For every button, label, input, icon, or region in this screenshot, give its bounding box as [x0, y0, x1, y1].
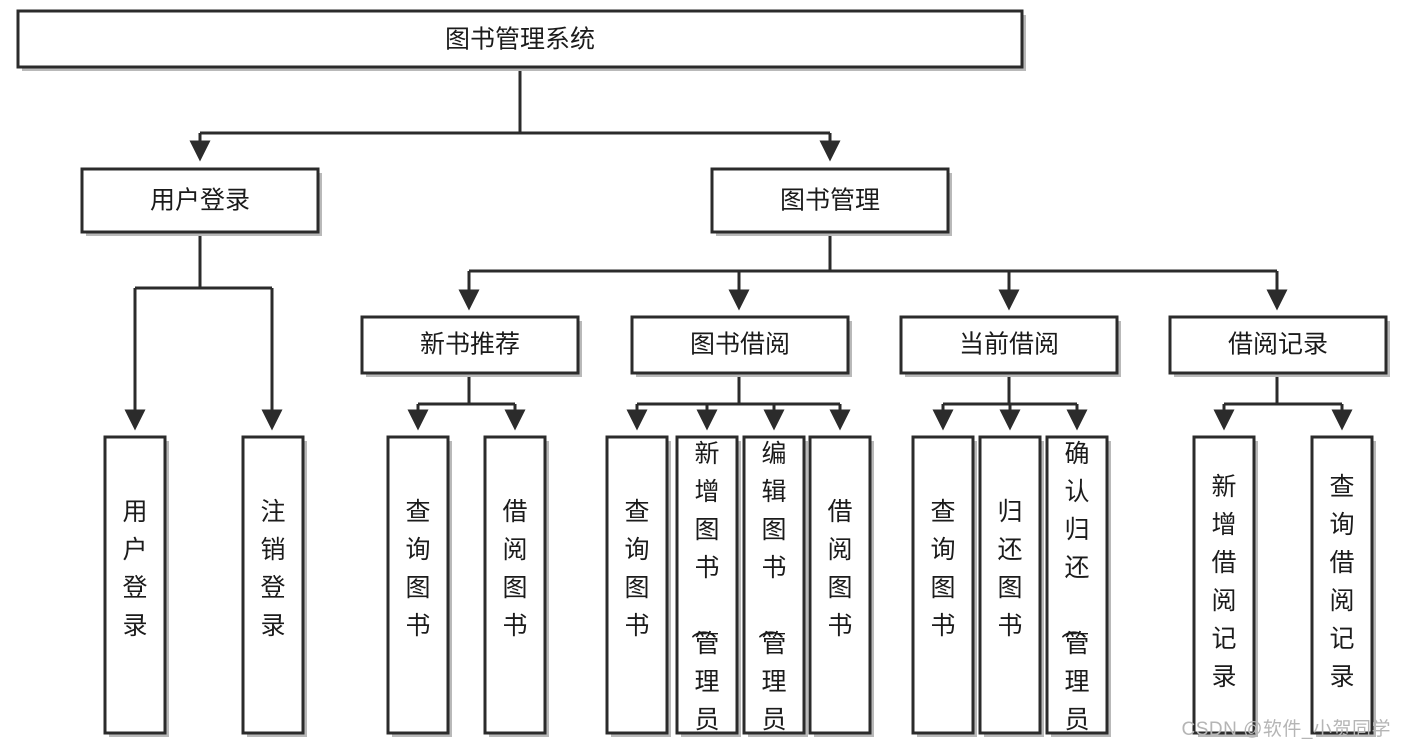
- node-current-borrow-label: 当前借阅: [959, 331, 1059, 359]
- node-book-manage-label: 图书管理: [780, 187, 880, 215]
- node-root-box: [16, 9, 1024, 69]
- node-leaf-query-book-3-label: 查询图书: [930, 498, 955, 640]
- node-leaf-user-login[interactable]: 用户登录: [103, 435, 169, 737]
- node-leaf-borrow-book-1-box: [483, 435, 547, 735]
- node-leaf-add-record[interactable]: 新增借阅记录: [1192, 435, 1258, 737]
- node-leaf-confirm-return[interactable]: 确认归还（管理员）: [1045, 435, 1111, 747]
- node-current-borrow-box: [899, 315, 1119, 375]
- node-leaf-add-book-label: 新增图书（管理员）: [688, 440, 719, 747]
- node-book-borrow[interactable]: 图书借阅: [630, 315, 852, 377]
- node-borrow-record-label: 借阅记录: [1228, 331, 1328, 359]
- node-leaf-query-book-2[interactable]: 查询图书: [605, 435, 671, 737]
- node-leaf-add-record-label: 新增借阅记录: [1211, 473, 1236, 691]
- node-leaf-borrow-book-2-box: [808, 435, 872, 735]
- node-leaf-return-book[interactable]: 归还图书: [978, 435, 1044, 737]
- connector-layer: [124, 67, 1353, 431]
- node-leaf-confirm-return-label: 确认归还（管理员）: [1058, 440, 1089, 747]
- node-leaf-borrow-book-1-label: 借阅图书: [502, 498, 527, 640]
- node-user-login-box: [80, 167, 320, 234]
- node-leaf-query-record[interactable]: 查询借阅记录: [1310, 435, 1376, 737]
- node-leaf-query-book-3[interactable]: 查询图书: [911, 435, 977, 737]
- node-leaf-query-record-label: 查询借阅记录: [1329, 473, 1354, 691]
- node-current-borrow[interactable]: 当前借阅: [899, 315, 1121, 377]
- node-leaf-borrow-book-1[interactable]: 借阅图书: [483, 435, 549, 737]
- node-leaf-add-record-box: [1192, 435, 1256, 735]
- node-root[interactable]: 图书管理系统: [16, 9, 1026, 71]
- node-book-manage[interactable]: 图书管理: [710, 167, 952, 236]
- node-new-book-rec-label: 新书推荐: [420, 331, 520, 359]
- node-leaf-query-book-2-label: 查询图书: [624, 498, 649, 640]
- node-leaf-logout-box: [241, 435, 305, 735]
- node-leaf-query-record-box: [1310, 435, 1374, 735]
- node-leaf-edit-book-label: 编辑图书（管理员）: [755, 440, 786, 747]
- node-leaf-borrow-book-2-label: 借阅图书: [827, 498, 852, 640]
- node-user-login[interactable]: 用户登录: [80, 167, 322, 236]
- node-book-borrow-box: [630, 315, 850, 375]
- node-leaf-edit-book[interactable]: 编辑图书（管理员）: [742, 435, 808, 747]
- node-new-book-rec[interactable]: 新书推荐: [360, 315, 582, 377]
- node-new-book-rec-box: [360, 315, 580, 375]
- node-leaf-add-book[interactable]: 新增图书（管理员）: [675, 435, 741, 747]
- node-root-label: 图书管理系统: [445, 26, 595, 54]
- node-leaf-confirm-return-box: [1045, 435, 1109, 735]
- node-leaf-edit-book-box: [742, 435, 806, 735]
- node-user-login-label: 用户登录: [150, 187, 250, 215]
- node-borrow-record[interactable]: 借阅记录: [1168, 315, 1390, 377]
- node-leaf-user-login-label: 用户登录: [122, 498, 147, 640]
- node-leaf-query-book-1-box: [386, 435, 450, 735]
- node-leaf-query-book-1[interactable]: 查询图书: [386, 435, 452, 737]
- node-leaf-return-book-box: [978, 435, 1042, 735]
- node-leaf-logout-label: 注销登录: [260, 498, 285, 640]
- node-leaf-query-book-2-box: [605, 435, 669, 735]
- node-book-borrow-label: 图书借阅: [690, 331, 790, 359]
- node-leaf-return-book-label: 归还图书: [997, 498, 1022, 640]
- node-leaf-borrow-book-2[interactable]: 借阅图书: [808, 435, 874, 737]
- node-leaf-add-book-box: [675, 435, 739, 735]
- node-leaf-user-login-box: [103, 435, 167, 735]
- node-leaf-query-book-1-label: 查询图书: [405, 498, 430, 640]
- csdn-watermark: CSDN @软件_小贺同学: [1181, 719, 1391, 740]
- node-borrow-record-box: [1168, 315, 1388, 375]
- node-book-manage-box: [710, 167, 950, 234]
- node-leaf-logout[interactable]: 注销登录: [241, 435, 307, 737]
- node-leaf-query-book-3-box: [911, 435, 975, 735]
